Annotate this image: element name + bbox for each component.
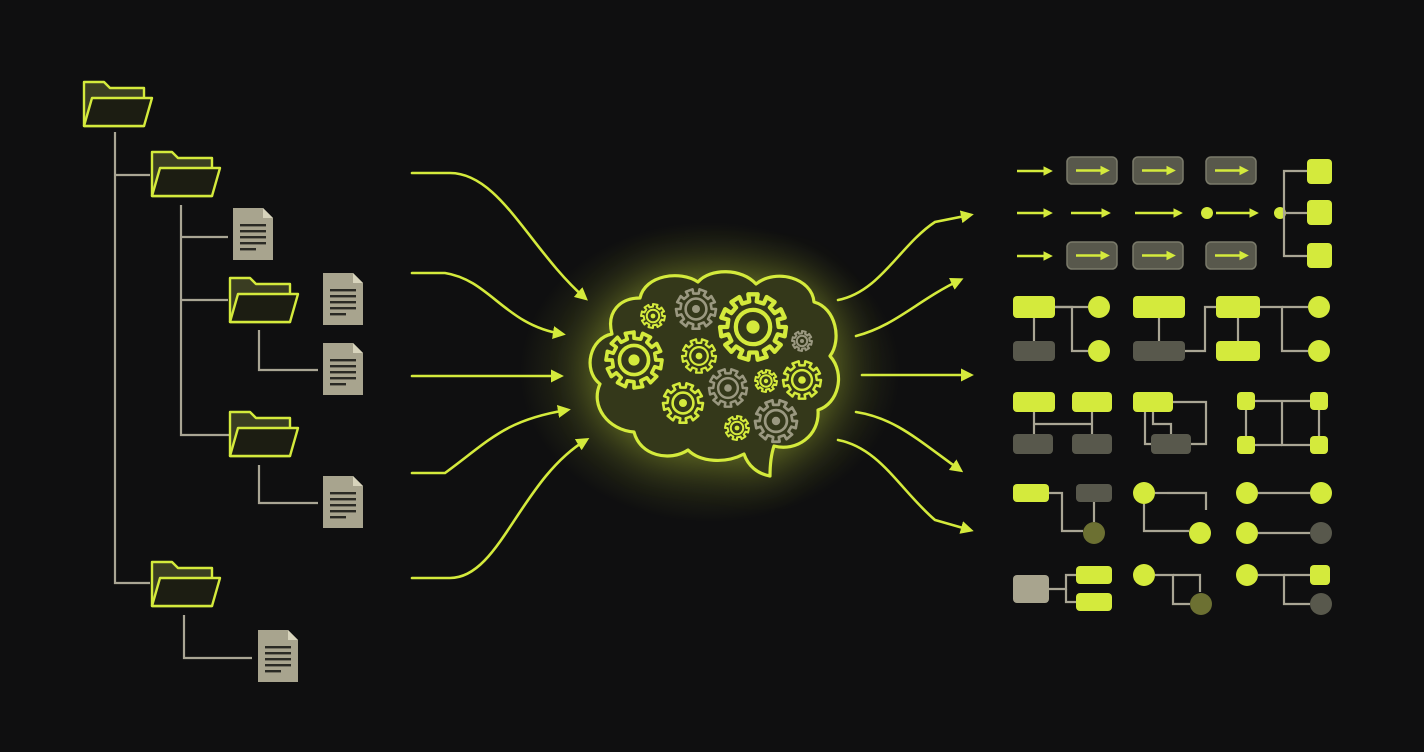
file-tree xyxy=(113,132,318,660)
gear-icon xyxy=(724,415,750,441)
gear-icon xyxy=(717,292,789,362)
node-icon xyxy=(1216,341,1260,361)
node-icon xyxy=(1308,340,1330,362)
node-icon xyxy=(1237,392,1255,410)
node-icon xyxy=(1236,522,1258,544)
node-icon xyxy=(1310,392,1328,410)
document-icon xyxy=(258,630,298,682)
gear-icon xyxy=(680,338,718,374)
connector-line xyxy=(1049,491,1083,533)
node-icon xyxy=(1076,566,1112,584)
connector-line xyxy=(1280,401,1310,447)
node-icon xyxy=(1013,341,1055,361)
node-icon xyxy=(1076,593,1112,611)
node-icon xyxy=(1307,200,1332,225)
node-icon xyxy=(1310,436,1328,454)
input-arrow xyxy=(410,171,588,301)
output-arrow xyxy=(836,438,974,534)
document-icon xyxy=(233,208,273,260)
output-arrow xyxy=(854,278,964,338)
node-icon xyxy=(1083,522,1105,544)
node-icon xyxy=(1151,434,1191,454)
gear-icon xyxy=(640,303,666,329)
connector-line xyxy=(1064,589,1076,604)
node-icon xyxy=(1310,522,1332,544)
gear-icon xyxy=(754,369,778,393)
document-icon xyxy=(323,343,363,395)
connector-line xyxy=(1055,305,1088,353)
node-icon xyxy=(1072,434,1112,454)
node-icon xyxy=(1013,434,1053,454)
node-icon xyxy=(1013,392,1055,412)
gear-icon xyxy=(753,398,799,444)
folder-icon xyxy=(150,150,222,198)
folder-icon xyxy=(228,276,300,324)
gear-icon xyxy=(604,330,664,390)
node-icon xyxy=(1236,482,1258,504)
node-icon xyxy=(1216,296,1260,318)
node-icon xyxy=(1237,436,1255,454)
node-icon xyxy=(1310,593,1332,615)
connector-line xyxy=(1167,491,1208,510)
node-icon xyxy=(1236,564,1258,586)
connector-line xyxy=(1260,305,1308,353)
structured-outputs xyxy=(1013,156,1332,615)
node-icon xyxy=(1013,575,1049,603)
node-icon xyxy=(1308,296,1330,318)
node-icon xyxy=(1190,593,1212,615)
node-icon xyxy=(1072,392,1112,412)
connector-line xyxy=(1185,305,1216,353)
output-arrow xyxy=(836,210,974,302)
output-arrow xyxy=(854,410,964,473)
node-icon xyxy=(1189,522,1211,544)
gear-icon xyxy=(674,288,718,330)
connector-line xyxy=(1155,573,1190,606)
connector-line xyxy=(1173,400,1208,446)
node-icon xyxy=(1088,340,1110,362)
node-icon xyxy=(1310,565,1330,585)
connector-line xyxy=(1143,412,1151,446)
node-icon xyxy=(1013,296,1055,318)
node-icon xyxy=(1307,159,1332,184)
node-icon xyxy=(1201,207,1213,219)
node-icon xyxy=(1076,484,1112,502)
gear-icon xyxy=(791,330,813,352)
connector-line xyxy=(1142,504,1189,533)
node-icon xyxy=(1133,564,1155,586)
node-icon xyxy=(1133,341,1185,361)
gear-icon xyxy=(707,368,749,408)
node-icon xyxy=(1133,392,1173,412)
brain-icon xyxy=(520,222,900,522)
folder-icon xyxy=(150,560,222,608)
node-icon xyxy=(1310,482,1332,504)
node-icon xyxy=(1307,243,1332,268)
output-arrows xyxy=(836,210,974,534)
folder-icon xyxy=(228,410,300,458)
folder-icon xyxy=(82,80,154,128)
connector-line xyxy=(1151,412,1173,434)
connector-line xyxy=(1049,573,1076,591)
node-icon xyxy=(1133,296,1185,318)
gear-icon xyxy=(781,360,823,400)
node-icon xyxy=(1133,482,1155,504)
document-icon xyxy=(323,476,363,528)
document-icon xyxy=(323,273,363,325)
connector-line xyxy=(1258,573,1310,606)
connector-line xyxy=(1173,573,1202,592)
node-icon xyxy=(1088,296,1110,318)
gear-icon xyxy=(661,382,705,424)
node-icon xyxy=(1013,484,1049,502)
